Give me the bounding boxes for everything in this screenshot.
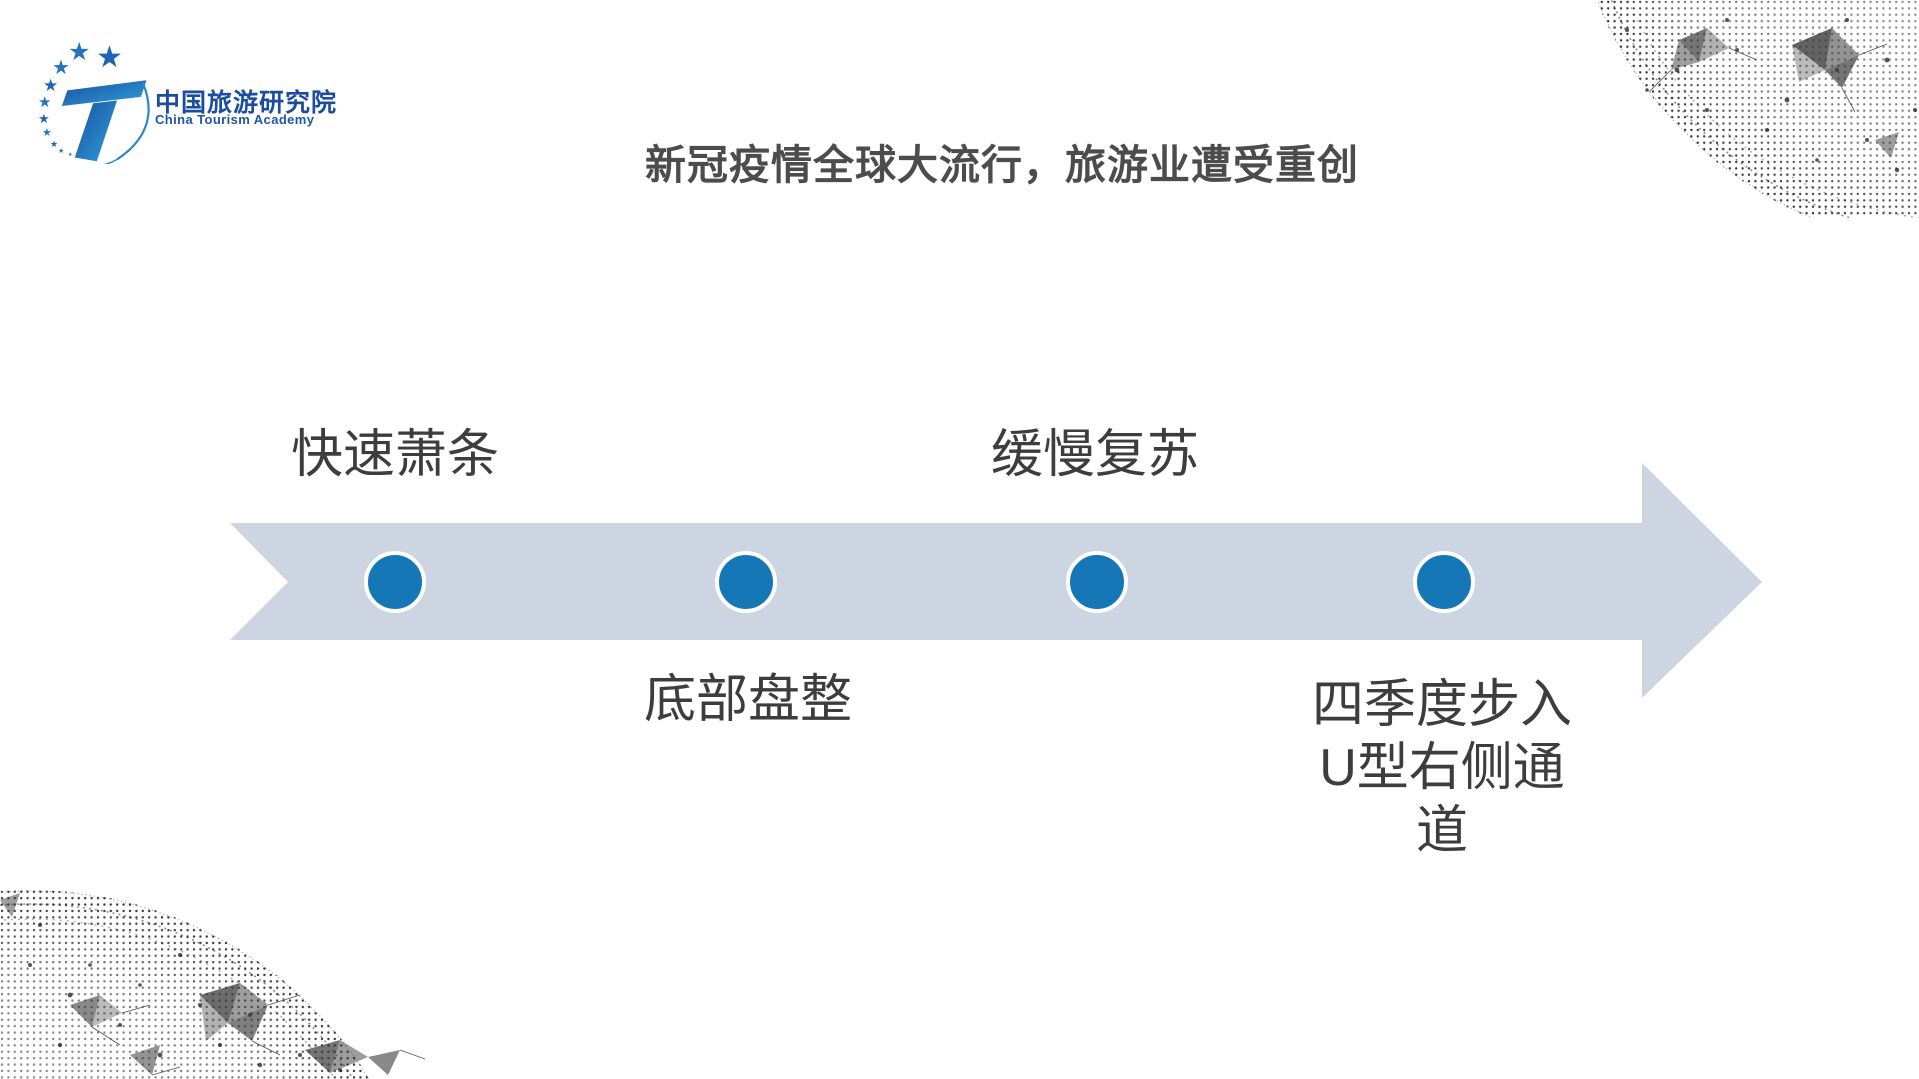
stage-label-slow-recovery: 缓慢复苏 — [990, 426, 1200, 484]
star-icon: ★ — [38, 111, 50, 126]
timeline-dot — [1413, 551, 1475, 613]
star-icon: ★ — [58, 148, 65, 155]
star-icon: ★ — [52, 57, 70, 79]
star-icon: ★ — [96, 41, 123, 74]
star-icon: ★ — [42, 127, 52, 139]
logo-name-chinese: 中国旅游研究院 — [155, 89, 338, 117]
logo-t-icon — [61, 80, 150, 164]
star-icon: ★ — [43, 76, 59, 95]
timeline-dot — [364, 551, 426, 613]
stage-label-bottom-consolidation: 底部盘整 — [643, 671, 853, 729]
star-icon: ★ — [38, 94, 52, 111]
stage-label-line: 道 — [1415, 802, 1468, 860]
stage-label-line: 四季度步入 — [1311, 676, 1572, 734]
star-icon: ★ — [68, 152, 73, 158]
timeline-dot — [1066, 551, 1128, 613]
slide-title: 新冠疫情全球大流行，旅游业遭受重创 — [645, 142, 1359, 188]
timeline-dot — [715, 551, 777, 613]
logo-name-english: China Tourism Academy — [155, 112, 315, 127]
stage-label-rapid-depression: 快速萧条 — [290, 426, 500, 484]
star-icon: ★ — [50, 139, 59, 149]
china-tourism-academy-logo: ★ ★ ★ ★ ★ ★ ★ ★ ★ ★ 中国旅游研究院 China Touris… — [30, 40, 370, 170]
stage-label-line: U型右侧通 — [1319, 739, 1565, 797]
star-icon: ★ — [68, 38, 91, 66]
stage-label-q4-u-shape-channel: 四季度步入 U型右侧通 道 — [1292, 674, 1592, 863]
